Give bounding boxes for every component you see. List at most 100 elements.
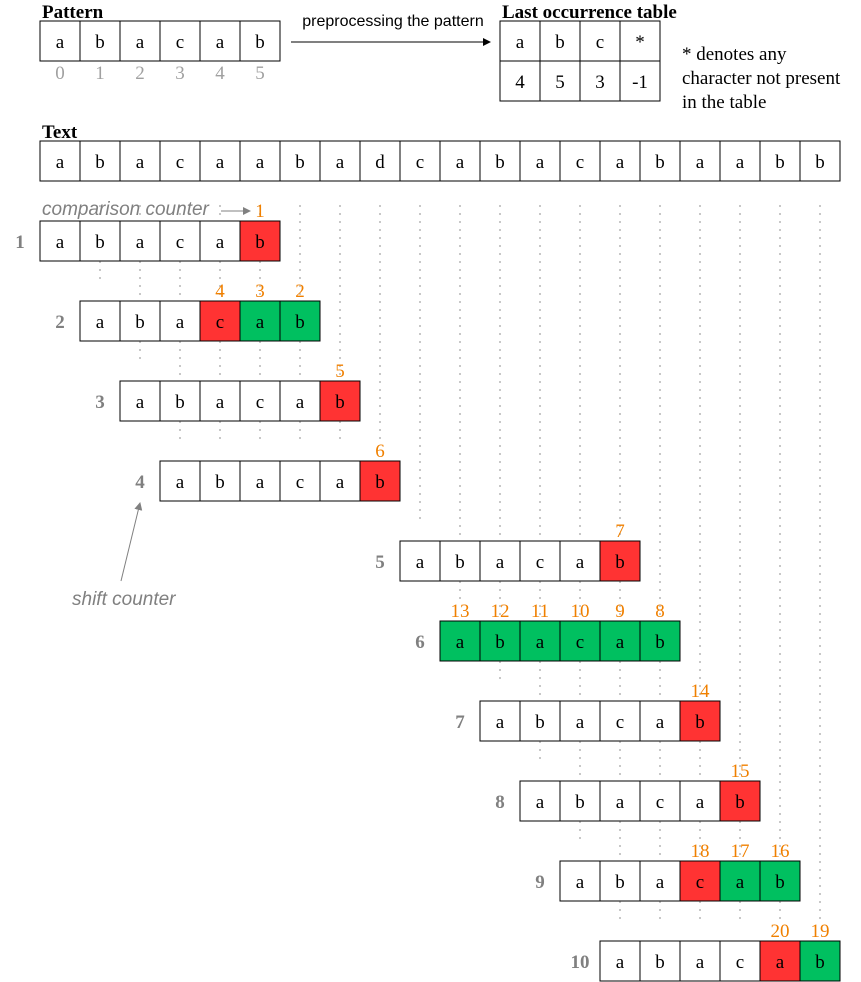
pattern-cell: a	[216, 392, 225, 413]
match-cell: a	[456, 632, 465, 653]
pattern-cell: b	[175, 392, 185, 413]
pattern-cell-box	[119, 300, 161, 342]
match-cell-box	[239, 300, 281, 342]
mismatch-cell: b	[735, 792, 745, 813]
text-cell-box	[199, 140, 241, 182]
pattern-cell-box	[39, 220, 81, 262]
pattern-cell-box	[519, 780, 561, 822]
pattern-cell: a	[536, 792, 545, 813]
pattern-cell: b	[215, 472, 225, 493]
shift-number: 9	[535, 872, 545, 893]
text-cell: b	[655, 152, 665, 173]
comparison-count: 2	[295, 281, 305, 302]
text-cell: b	[95, 152, 105, 173]
pattern-cell: a	[656, 872, 665, 893]
comparison-count: 18	[691, 841, 710, 862]
pattern-cell-box	[599, 860, 641, 902]
text-cell: c	[176, 152, 184, 173]
pattern-cell: a	[256, 472, 265, 493]
pattern-cell: b	[575, 792, 585, 813]
comparison-count: 9	[615, 601, 625, 622]
text-cell-box	[639, 140, 681, 182]
mismatch-cell: b	[615, 552, 625, 573]
pattern-cell: a	[296, 392, 305, 413]
comparison-count: 13	[451, 601, 470, 622]
lo-key-box	[539, 20, 581, 62]
pattern-cell: a	[616, 952, 625, 973]
pattern-cell-box	[79, 300, 121, 342]
lo-value-box	[619, 60, 661, 102]
text-cell: a	[616, 152, 625, 173]
pattern-cell: b	[535, 712, 545, 733]
match-cell-box	[639, 620, 681, 662]
pattern-cell: c	[536, 552, 544, 573]
pattern-cell: b	[615, 872, 625, 893]
text-cell: a	[456, 152, 465, 173]
pattern-cell-box	[519, 700, 561, 742]
text-cell-box	[599, 140, 641, 182]
note-line-2: character not present	[682, 68, 841, 89]
pattern-index: 0	[55, 63, 65, 84]
pattern-cell-box	[399, 540, 441, 582]
text-cell: a	[56, 152, 65, 173]
text-cell: a	[336, 152, 345, 173]
match-cell-box	[279, 300, 321, 342]
match-cell: c	[576, 632, 584, 653]
pattern-cell-box	[199, 460, 241, 502]
mismatch-cell-box	[719, 780, 761, 822]
mismatch-cell-box	[599, 540, 641, 582]
pattern-cell: a	[496, 712, 505, 733]
text-cell-box	[359, 140, 401, 182]
lo-key: a	[516, 32, 525, 53]
pattern-title: Pattern	[42, 2, 104, 23]
pattern-cell-box	[159, 300, 201, 342]
mismatch-cell: b	[695, 712, 705, 733]
pattern-cell-box	[159, 380, 201, 422]
text-cell: a	[696, 152, 705, 173]
text-cell-box	[279, 140, 321, 182]
pattern-cell-box	[79, 20, 121, 62]
lo-key-box	[619, 20, 661, 62]
pattern-cell: a	[56, 32, 65, 53]
comparison-count: 14	[691, 681, 711, 702]
pattern-cell-box	[559, 700, 601, 742]
mismatch-cell: c	[696, 872, 704, 893]
pattern-cell: c	[616, 712, 624, 733]
pattern-cell-box	[639, 780, 681, 822]
match-cell: a	[616, 632, 625, 653]
text-cell-box	[79, 140, 121, 182]
pattern-cell: b	[655, 952, 665, 973]
shift-number: 2	[55, 312, 65, 333]
mismatch-cell-box	[359, 460, 401, 502]
text-cell: c	[576, 152, 584, 173]
match-cell: a	[536, 632, 545, 653]
shift-number: 6	[415, 632, 425, 653]
pattern-cell: a	[96, 312, 105, 333]
shift-number: 4	[135, 472, 145, 493]
match-cell-box	[599, 620, 641, 662]
pattern-cell: c	[736, 952, 744, 973]
comparison-count: 11	[531, 601, 549, 622]
shift-number: 7	[455, 712, 465, 733]
pattern-cell-box	[679, 940, 721, 982]
pattern-cell-box	[159, 460, 201, 502]
pattern-cell: a	[216, 32, 225, 53]
pattern-index: 5	[255, 63, 265, 84]
lo-key: b	[555, 32, 565, 53]
pattern-cell-box	[559, 540, 601, 582]
shift-counter-label: shift counter	[72, 589, 176, 610]
pattern-cell: a	[176, 472, 185, 493]
mismatch-cell: b	[255, 232, 265, 253]
text-cell: a	[216, 152, 225, 173]
pattern-cell-box	[639, 860, 681, 902]
pattern-cell-box	[279, 460, 321, 502]
pattern-cell: a	[576, 552, 585, 573]
match-cell-box	[759, 860, 801, 902]
